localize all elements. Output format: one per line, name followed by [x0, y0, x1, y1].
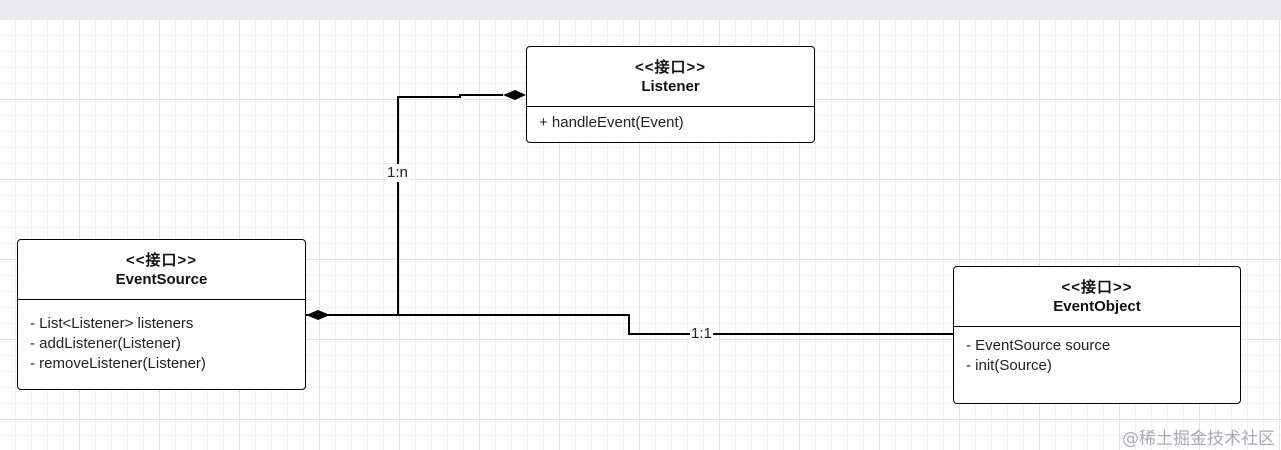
member: - addListener(Listener): [30, 335, 181, 352]
member: + handleEvent(Event): [539, 114, 684, 131]
class-header: <<接口>> EventObject: [954, 267, 1240, 327]
stereotype: <<接口>>: [634, 58, 707, 76]
class-listener[interactable]: <<接口>> Listener + handleEvent(Event): [526, 46, 815, 143]
class-event-object[interactable]: <<接口>> EventObject - EventSource source …: [953, 266, 1241, 404]
class-name: EventSource: [115, 270, 208, 288]
member: - init(Source): [966, 357, 1052, 374]
member: - EventSource source: [966, 337, 1111, 354]
watermark: @稀土掘金技术社区: [1122, 429, 1275, 449]
composition-diamond-listener: [503, 90, 526, 100]
stereotype: <<接口>>: [1061, 278, 1133, 296]
class-header: <<接口>> Listener: [527, 47, 814, 107]
multiplicity-label-1n: 1:n: [386, 164, 409, 182]
connector-source-object[interactable]: [330, 314, 953, 335]
member: - List<Listener> listeners: [30, 315, 194, 332]
class-members: - List<Listener> listeners - addListener…: [18, 300, 305, 374]
class-event-source[interactable]: <<接口>> EventSource - List<Listener> list…: [17, 239, 306, 390]
composition-diamond-source: [306, 310, 330, 320]
class-header: <<接口>> EventSource: [18, 240, 305, 300]
class-name: Listener: [641, 77, 700, 95]
class-name: EventObject: [1053, 297, 1141, 315]
connector-source-listener[interactable]: [306, 94, 503, 316]
member: - removeListener(Listener): [30, 355, 206, 372]
top-bar: [0, 0, 1281, 20]
class-members: + handleEvent(Event): [527, 107, 814, 133]
class-members: - EventSource source - init(Source): [954, 327, 1240, 376]
multiplicity-label-11: 1:1: [690, 325, 713, 343]
stereotype: <<接口>>: [125, 251, 198, 269]
